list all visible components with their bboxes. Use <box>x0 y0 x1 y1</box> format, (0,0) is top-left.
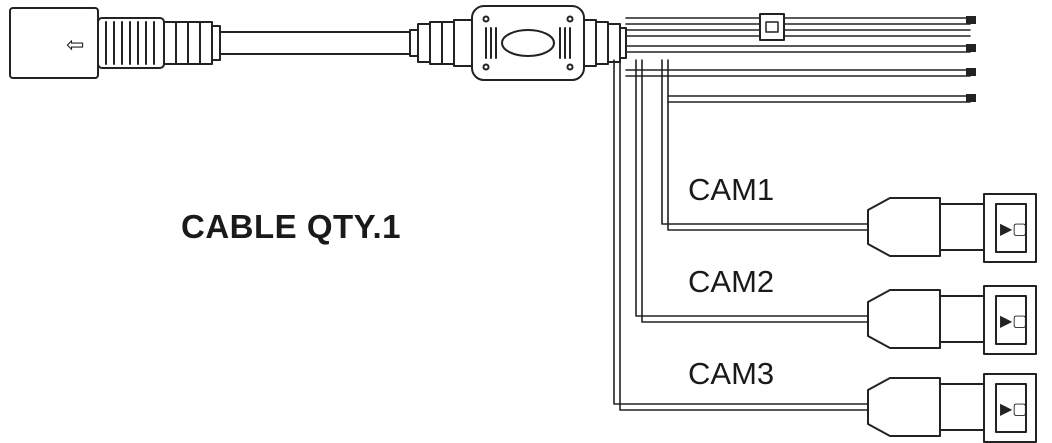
cam3-output-icon: ▶▢ <box>1000 399 1027 418</box>
cam3-label: CAM3 <box>688 356 775 391</box>
main-cable <box>219 31 411 55</box>
cam2-label: CAM2 <box>688 264 775 299</box>
camera-connector-1 <box>867 193 1037 263</box>
output-wires <box>625 13 976 103</box>
input-arrow-icon: ⇦ <box>66 33 84 58</box>
branch-wires <box>613 59 869 411</box>
splitter-box <box>409 5 627 81</box>
camera-connector-2 <box>867 285 1037 355</box>
cable-quantity-label: CABLE QTY.1 <box>181 208 402 245</box>
cam1-output-icon: ▶▢ <box>1000 219 1027 238</box>
input-connector <box>9 7 221 79</box>
cam2-output-icon: ▶▢ <box>1000 311 1027 330</box>
camera-connector-3 <box>867 373 1037 443</box>
cam1-label: CAM1 <box>688 172 775 207</box>
